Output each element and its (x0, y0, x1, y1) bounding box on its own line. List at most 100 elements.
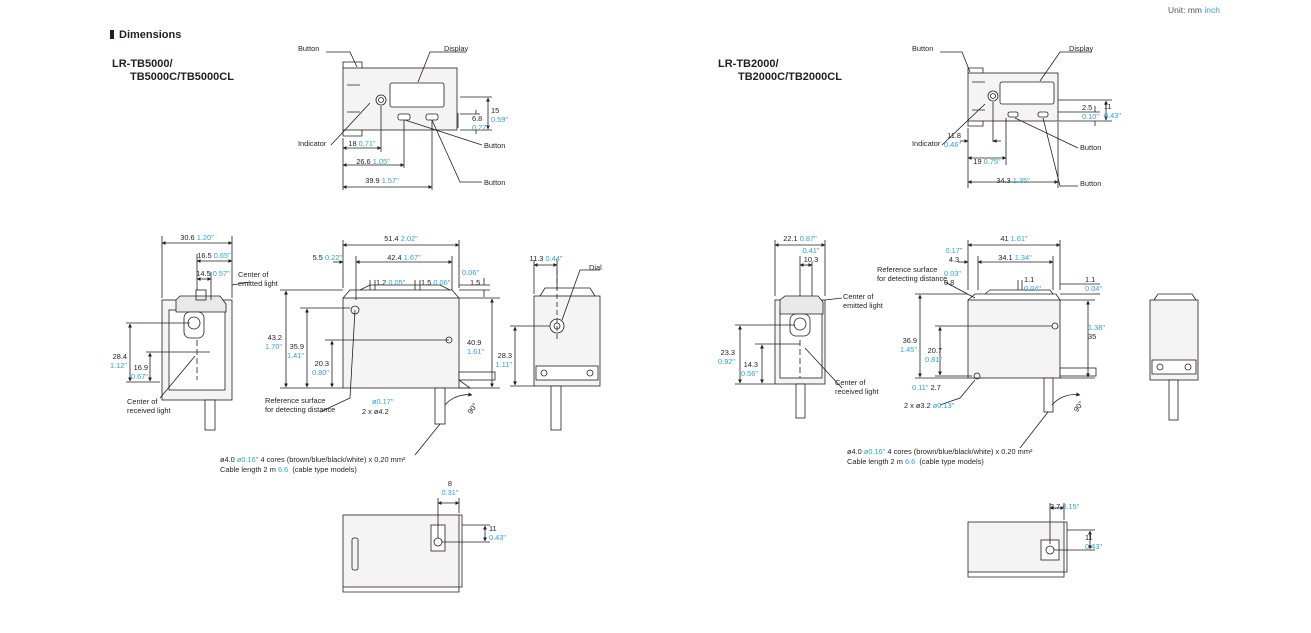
dim-inch: 0.43" (489, 533, 507, 542)
dim-value: 4.3 (948, 255, 960, 264)
right-model-name: LR-TB2000/ TB2000C/TB2000CL (718, 58, 842, 84)
label-line: for detecting distance (877, 274, 948, 283)
label-line: for detecting distance (265, 405, 336, 414)
right-side-view-outline (967, 289, 1097, 413)
dim-39-9: 39.9 1.57" (365, 176, 398, 185)
right-top-indicator-label: Indicator (912, 139, 941, 148)
left-model-line2: TB5000C/TB5000CL (130, 71, 234, 83)
dim-value: 28.3 (497, 351, 512, 360)
dim-inch: 0.46" (943, 140, 961, 149)
dim-value: 2 x ø4.2 (362, 407, 389, 416)
dim-value: 2 x ø3.2 (904, 401, 931, 410)
left-top-button-label: Button (298, 44, 320, 53)
cable-length: Cable length 2 m (847, 457, 903, 466)
dim-value: 1.5 (470, 278, 481, 287)
cable-diameter: ø4.0 (220, 455, 235, 464)
right-top-view-dims (940, 51, 1112, 188)
dim-inch: 1.45" (899, 345, 917, 354)
dim-value: 15 (491, 106, 500, 115)
dim-value: 5.5 (312, 253, 323, 262)
dim-34-3: 34.3 1.35" (996, 176, 1029, 185)
dim-value: 20.7 (927, 346, 942, 355)
dim-1-5-side: 1.5 (470, 278, 480, 287)
dim-value: 14.3 (743, 360, 758, 369)
dim-inch: ø0.13" (932, 401, 955, 410)
left-top-view-outline (342, 61, 459, 137)
dim-value: 43.2 (267, 333, 282, 342)
dim-value: 30.6 (180, 233, 195, 242)
dim-value: 2.7 (930, 383, 941, 392)
dim-value: 20.3 (314, 359, 329, 368)
dim-value: 1.1 (1085, 275, 1096, 284)
cable-note: (cable type models) (292, 465, 357, 474)
cable-diameter-inch: ø0.16" (236, 455, 259, 464)
dim-value: 2.5 (1082, 103, 1093, 112)
left-front-view-outline (161, 289, 233, 431)
dim-inch: 2.02" (400, 234, 418, 243)
dim-value: 11.8 (947, 131, 961, 140)
dim-value: 41 (1000, 234, 1009, 243)
dim-value: 28.4 (112, 352, 127, 361)
dim-value: 19 (973, 157, 982, 166)
dim-inch: 0.04" (1024, 284, 1042, 293)
dim-value: 39.9 (365, 176, 380, 185)
dim-inch: 0.43" (1104, 111, 1122, 120)
dim-inch: 0.43" (1085, 542, 1103, 551)
right-front-view-outline (774, 295, 826, 419)
dim-3-7: 3.7 0.15" (1050, 502, 1079, 511)
label-line: Center of (238, 270, 269, 279)
dim-19: 19 0.75" (973, 157, 1000, 166)
dim-inch: 1.34" (1014, 253, 1032, 262)
dim-value: 16.9 (133, 363, 148, 372)
unit-mm: Unit: mm (1168, 5, 1202, 15)
dim-value: 14.5 (196, 269, 211, 278)
left-front-view-dims (126, 236, 251, 399)
left-model-name: LR-TB5000/ TB5000C/TB5000CL (112, 58, 234, 84)
unit-inch: inch (1204, 5, 1220, 15)
cable-cores: 4 cores (brown/blue/black/white) x 0.20 … (260, 455, 406, 464)
dim-value: 16.5 (197, 251, 212, 260)
left-top-button-c-label: Button (484, 178, 506, 187)
dim-inch: 0.56" (740, 369, 758, 378)
right-cable-length: Cable length 2 m 6.6 (cable type models) (847, 457, 984, 466)
dim-41: 41 1.61" (1000, 234, 1027, 243)
dim-value: 10.3 (803, 255, 819, 264)
dim-inch: 0.81" (924, 355, 942, 364)
section-title-text: Dimensions (119, 29, 182, 41)
dim-inch: 0.44" (545, 254, 563, 263)
dim-value: 11.3 (529, 254, 544, 263)
dim-inch: 0.59" (491, 115, 509, 124)
dim-inch: 0.57" (212, 269, 230, 278)
dim-0-06-side: 0.06" (462, 268, 479, 277)
dim-value: 36.9 (902, 336, 917, 345)
dim-value: 18 (348, 139, 357, 148)
dim-inch: 1.35" (1012, 176, 1030, 185)
label-line: Reference surface (877, 265, 938, 274)
left-rear-dial-label: Dial (589, 263, 602, 272)
label-line: Reference surface (265, 396, 326, 405)
dim-1-2: 1.2 0.05" (376, 278, 405, 287)
left-top-display-label: Display (444, 44, 469, 53)
right-rear-view-outline (1149, 293, 1199, 421)
dim-inch: 0.05" (388, 278, 406, 287)
right-top-button-c-label: Button (1080, 179, 1102, 188)
dim-inch: 0.22" (324, 253, 342, 262)
dim-34-1: 34.1 1.34" (998, 253, 1031, 262)
dim-value: 22.1 (783, 234, 798, 243)
dim-inch: 0.27" (472, 123, 490, 132)
dim-22-1: 22.1 0.87" (783, 234, 816, 243)
right-top-button-b-label: Button (1080, 143, 1102, 152)
dim-11-3: 11.3 0.44" (530, 254, 563, 263)
dim-value: 1.5 (421, 278, 432, 287)
